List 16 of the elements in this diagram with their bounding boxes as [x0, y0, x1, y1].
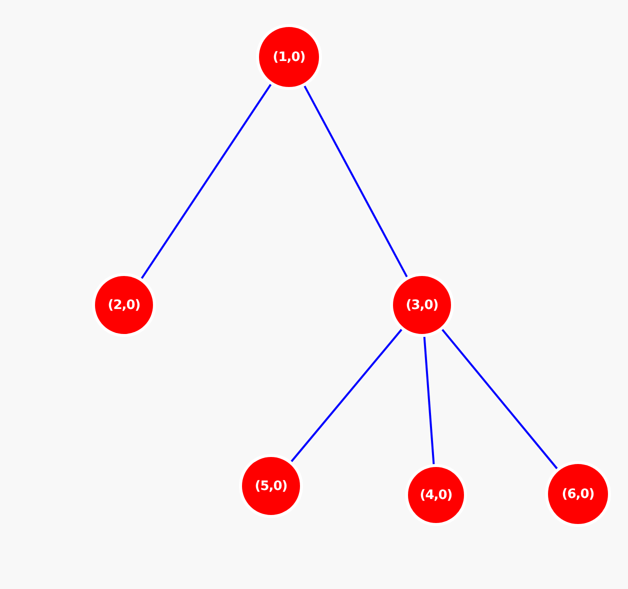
tree-node-circle [408, 467, 464, 523]
connector-line [290, 328, 403, 463]
tree-node-circle [393, 276, 451, 334]
node-label: (2,0) [108, 298, 140, 312]
tree-node-circle [259, 27, 319, 87]
connector-line [140, 83, 272, 280]
tree-node-circle [242, 457, 300, 515]
tree-node-circle [95, 276, 153, 334]
node-label: (5,0) [254, 478, 288, 494]
node-label: (3,0) [406, 298, 438, 312]
node-label: (6,0) [562, 486, 594, 502]
node-label: (4,0) [420, 488, 452, 502]
node-label: (1,0) [272, 50, 306, 64]
connector-line [303, 84, 408, 278]
tree-node-circle [548, 464, 608, 524]
connector-line [423, 336, 435, 466]
